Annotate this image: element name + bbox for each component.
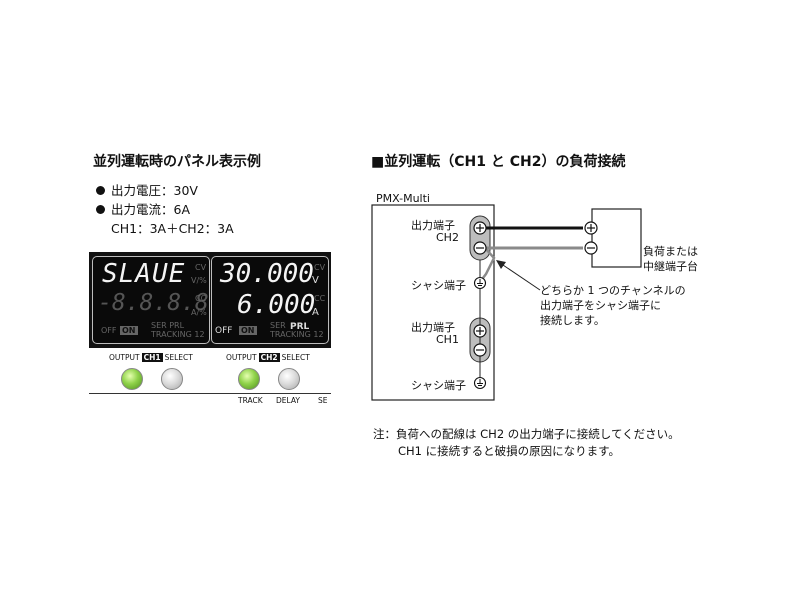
ch1-minus-terminal-icon xyxy=(473,343,487,357)
ch2-minus-terminal-icon xyxy=(473,241,487,255)
ch1-unit-bottom: A/% xyxy=(191,308,207,317)
ch2-unit-v: V xyxy=(312,275,319,286)
load-minus-terminal-icon xyxy=(584,241,598,255)
load-label-1: 負荷または xyxy=(643,245,698,258)
ch1-plus-terminal-icon xyxy=(473,324,487,338)
ch1-terminal-label-1: 出力端子 xyxy=(411,321,455,334)
panel-example-title: 並列運転時のパネル表示例 xyxy=(93,154,261,170)
ch2-unit-a: A xyxy=(312,307,319,318)
device-label: PMX-Multi xyxy=(376,192,430,205)
ch2-tracking: TRACKING 12 xyxy=(270,330,324,339)
ch2-terminal-label-1: 出力端子 xyxy=(411,219,455,232)
chassis-terminal-2-icon xyxy=(473,376,487,390)
ch2-cv-indicator: CV xyxy=(314,263,326,272)
callout-line-1: どちらか 1 つのチャンネルの xyxy=(540,284,686,297)
bullet-icon xyxy=(96,205,105,214)
ch2-off-indicator: OFF xyxy=(215,326,233,336)
ch2-display: 30.000 CV V 6.000 CC A PRL OFF ON SER TR… xyxy=(211,256,329,344)
ch2-terminal-label-2: CH2 xyxy=(436,231,459,244)
ch1-display-bottom: -8.8.8.8 xyxy=(98,290,209,316)
ch1-cc-indicator: CC xyxy=(195,294,207,303)
spec-current-detail: CH1：3A＋CH2：3A xyxy=(111,221,234,236)
callout-arrow-line xyxy=(499,262,541,291)
ch1-cv-indicator: CV xyxy=(195,263,207,272)
load-plus-terminal-icon xyxy=(584,221,598,235)
spec-current: 出力電流：6A xyxy=(96,199,190,218)
ch2-cc-indicator: CC xyxy=(314,294,326,303)
chassis-terminal-1-icon xyxy=(473,276,487,290)
se-label: SE xyxy=(318,396,328,405)
callout-line-3: 接続します。 xyxy=(540,314,605,327)
ch1-display-top: SLAUE xyxy=(102,259,186,289)
load-box xyxy=(591,208,642,268)
ch2-current-readout: 6.000 xyxy=(237,290,316,320)
bullet-icon xyxy=(96,186,105,195)
ch2-select-button[interactable] xyxy=(278,368,300,390)
chassis-terminal-1-label: シャシ端子 xyxy=(411,279,466,292)
ch1-unit-top: V/% xyxy=(191,276,207,285)
ch2-prl-indicator: PRL xyxy=(290,322,310,332)
callout-line-2: 出力端子をシャシ端子に xyxy=(540,299,661,312)
note-line-2: CH1 に接続すると破損の原因になります。 xyxy=(398,444,620,458)
ch1-output-button[interactable] xyxy=(121,368,143,390)
ch1-select-button[interactable] xyxy=(161,368,183,390)
ch1-off-indicator: OFF xyxy=(101,326,117,335)
ch2-output-button[interactable] xyxy=(238,368,260,390)
wiring-title: ■並列運転（CH1 と CH2）の負荷接続 xyxy=(371,154,626,170)
ch1-ser-prl: SER PRL xyxy=(151,321,185,330)
pmx-device-box xyxy=(371,204,495,401)
ch1-tracking: TRACKING 12 xyxy=(151,330,205,339)
spec-voltage: 出力電圧：30V xyxy=(96,180,198,199)
ch1-on-indicator: ON xyxy=(120,326,138,335)
panel-divider xyxy=(89,393,331,394)
track-label: TRACK xyxy=(238,396,263,405)
ch2-ser: SER xyxy=(270,321,286,330)
ch2-on-indicator: ON xyxy=(239,326,257,335)
note-line-1: 注：負荷への配線は CH2 の出力端子に接続してください。 xyxy=(373,427,680,441)
callout-arrowhead xyxy=(496,260,506,269)
ch1-terminal-label-2: CH1 xyxy=(436,333,459,346)
delay-label: DELAY xyxy=(276,396,300,405)
ch2-plus-terminal-icon xyxy=(473,221,487,235)
ch2-voltage-readout: 30.000 xyxy=(220,259,314,289)
chassis-terminal-2-label: シャシ端子 xyxy=(411,379,466,392)
ch1-display: SLAUE CV V/% -8.8.8.8 CC A/% OFF ON SER … xyxy=(92,256,210,344)
load-label-2: 中継端子台 xyxy=(643,260,698,273)
